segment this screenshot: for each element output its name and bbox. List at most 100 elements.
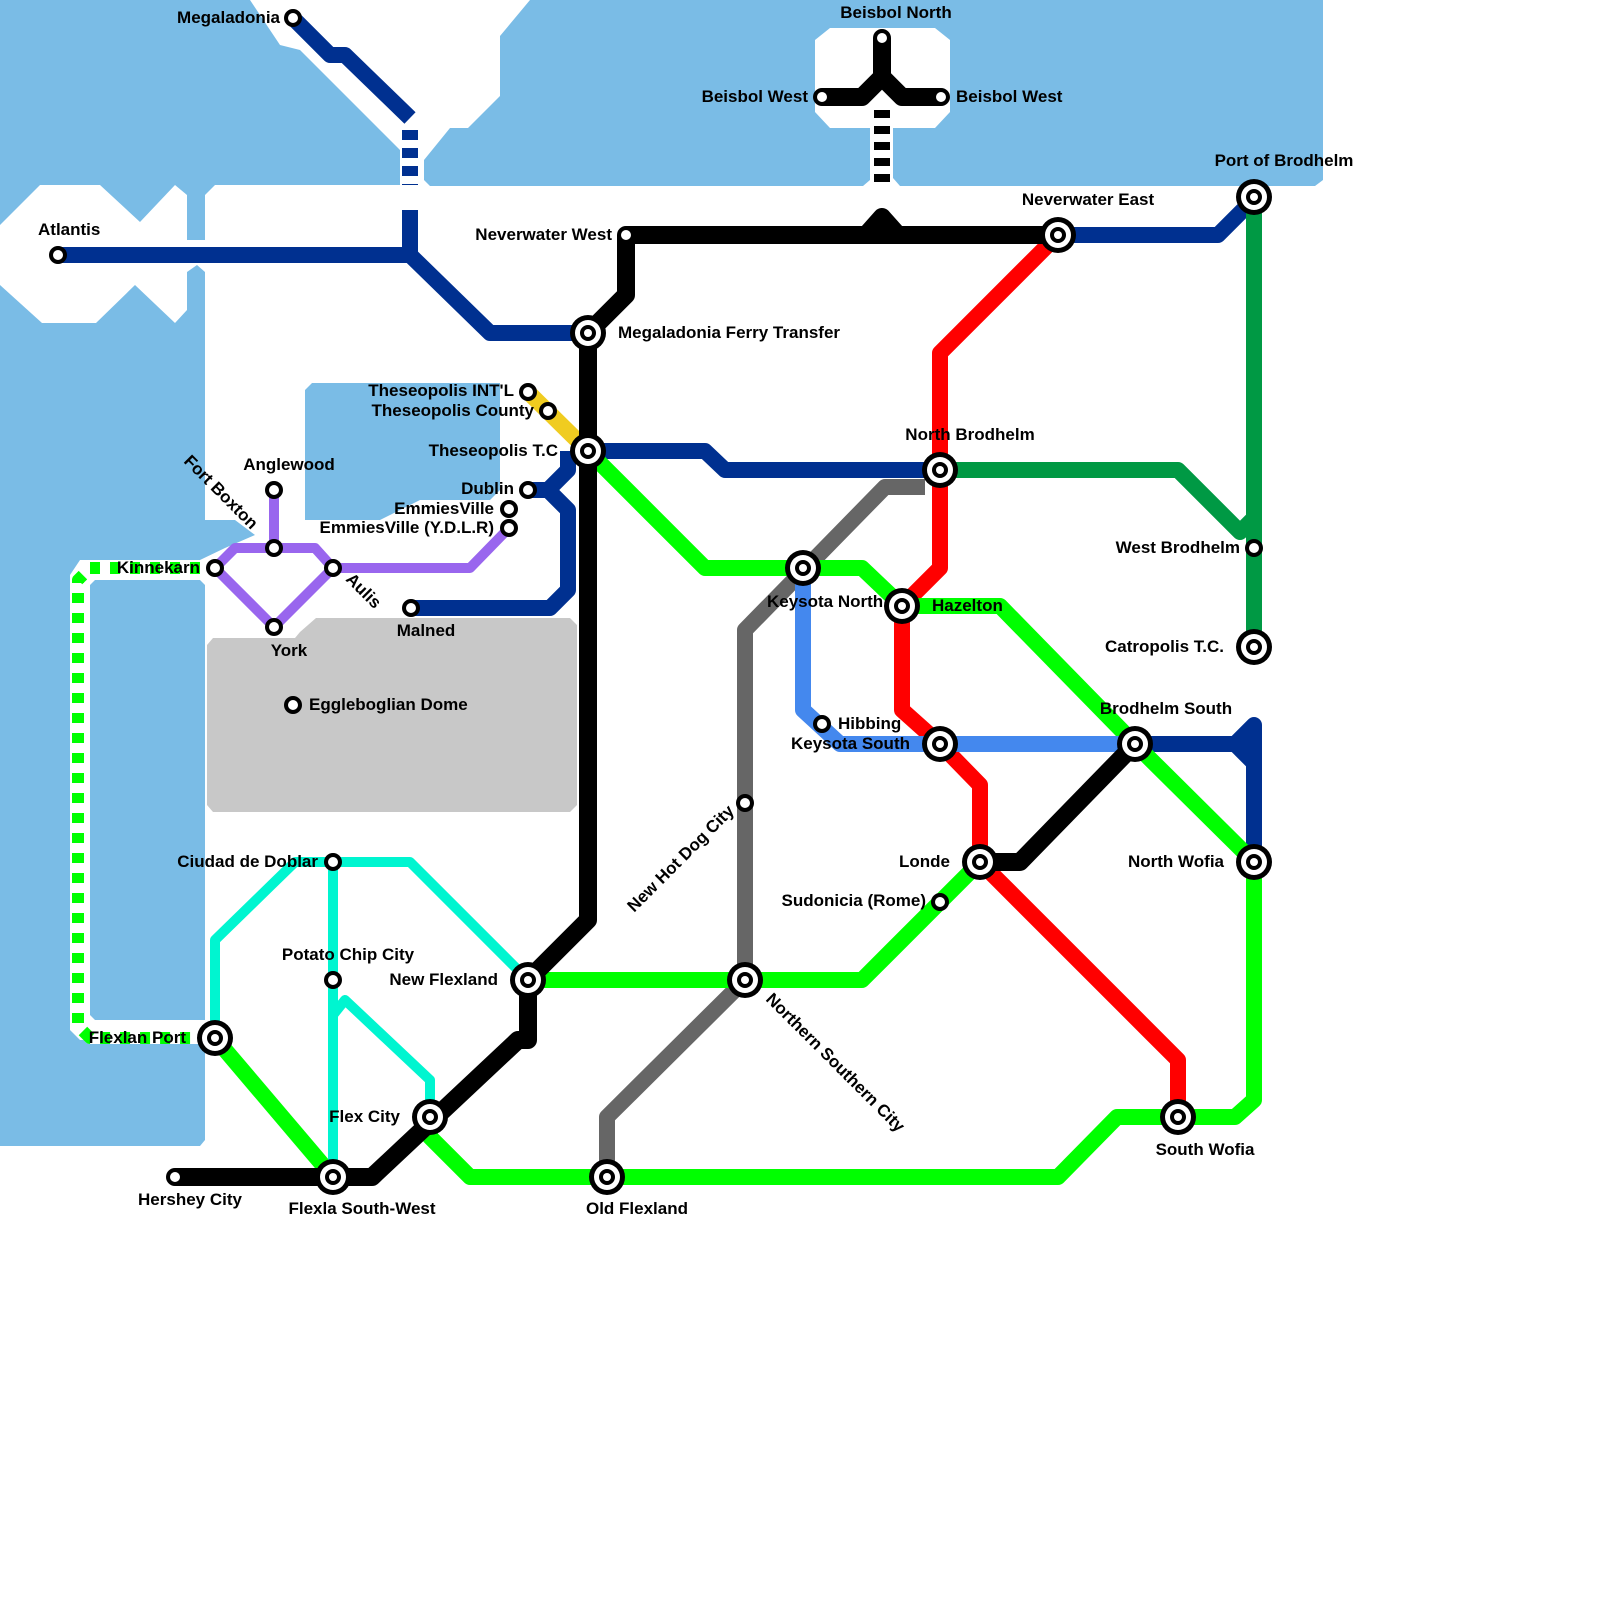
station-eggleboglian-dome[interactable]: [284, 696, 302, 714]
station-label-londe: Londe: [899, 852, 950, 871]
station-emmiesville-y-d-l-r[interactable]: [500, 519, 518, 537]
station-label-emmiesville: EmmiesVille: [394, 499, 494, 518]
station-marker: [206, 559, 224, 577]
station-ciudad-de-doblar[interactable]: [324, 853, 342, 871]
station-marker: [539, 402, 557, 420]
station-theseopolis-county[interactable]: [539, 402, 557, 420]
station-marker: [1245, 539, 1263, 557]
station-neverwater-east[interactable]: [1040, 217, 1076, 253]
station-label-eggleboglian-dome: Eggleboglian Dome: [309, 695, 468, 714]
station-york[interactable]: [265, 618, 283, 636]
station-catropolis-t-c[interactable]: [1236, 629, 1272, 665]
station-flexla-south-west[interactable]: [315, 1159, 351, 1195]
station-label-new-hot-dog-city: New Hot Dog City: [624, 801, 739, 916]
station-aulis[interactable]: [324, 559, 342, 577]
station-neverwater-west[interactable]: [617, 226, 635, 244]
station-londe[interactable]: [962, 844, 998, 880]
water-areas: [0, 0, 1323, 1146]
black-londe-line: [980, 737, 1142, 871]
station-beisbol-north[interactable]: [873, 29, 891, 47]
station-atlantis[interactable]: [49, 246, 67, 264]
station-flexlan-port[interactable]: [197, 1020, 233, 1056]
station-hibbing[interactable]: [813, 715, 831, 733]
station-label-catropolis-t-c: Catropolis T.C.: [1105, 637, 1224, 656]
station-label-potato-chip-city: Potato Chip City: [282, 945, 415, 964]
station-marker: [932, 88, 950, 106]
station-marker: [284, 9, 302, 27]
water-north: [424, 0, 1323, 186]
red-line: [894, 229, 1186, 1117]
interchange-marker: [936, 740, 944, 748]
purple-main-line: [211, 524, 513, 573]
cyan-flex-city-line: [329, 995, 435, 1117]
station-megaladonia-ferry-transfer[interactable]: [570, 315, 606, 351]
station-marker: [49, 246, 67, 264]
station-theseopolis-int-l[interactable]: [519, 383, 537, 401]
station-sudonicia-rome[interactable]: [931, 893, 949, 911]
station-label-beisbol-west: Beisbol West: [956, 87, 1063, 106]
navy-brodhelm-line: [1058, 193, 1260, 243]
station-flex-city[interactable]: [412, 1099, 448, 1135]
station-new-flexland[interactable]: [510, 962, 546, 998]
station-hershey-city[interactable]: [166, 1168, 184, 1186]
station-fort-boxton[interactable]: [265, 539, 283, 557]
black-ferry-bump-line: [859, 208, 905, 241]
interchange-marker: [1250, 858, 1258, 866]
interchange-marker: [976, 858, 984, 866]
navy-atlantis-line: [58, 247, 588, 341]
station-marker: [500, 500, 518, 518]
station-label-ciudad-de-doblar: Ciudad de Doblar: [177, 852, 318, 871]
water-west-inner: [90, 580, 205, 1020]
station-keysota-north[interactable]: [785, 550, 821, 586]
station-hazelton[interactable]: [884, 588, 920, 624]
station-marker: [500, 519, 518, 537]
station-kinnekarn[interactable]: [206, 559, 224, 577]
station-label-neverwater-west: Neverwater West: [475, 225, 612, 244]
station-label-malned: Malned: [397, 621, 456, 640]
station-marker: [324, 971, 342, 989]
station-old-flexland[interactable]: [589, 1159, 625, 1195]
station-port-of-brodhelm[interactable]: [1236, 179, 1272, 215]
station-marker: [813, 88, 831, 106]
station-south-wofia[interactable]: [1160, 1099, 1196, 1135]
station-theseopolis-t-c[interactable]: [570, 433, 606, 469]
station-megaladonia[interactable]: [284, 9, 302, 27]
interchange-marker: [799, 564, 807, 572]
station-north-brodhelm[interactable]: [922, 452, 958, 488]
station-label-megaladonia-ferry-transfer: Megaladonia Ferry Transfer: [618, 323, 840, 342]
black-beisbol-line: [822, 68, 941, 106]
cyan-doblar-line: [210, 857, 532, 1038]
dark-green-west-brodhelm-line: [940, 462, 1260, 540]
station-emmiesville[interactable]: [500, 500, 518, 518]
station-new-hot-dog-city[interactable]: [736, 794, 754, 812]
navy-dublin-line: [528, 451, 576, 498]
station-label-hershey-city: Hershey City: [138, 1190, 242, 1209]
station-brodhelm-south[interactable]: [1117, 726, 1153, 762]
station-label-brodhelm-south: Brodhelm South: [1100, 699, 1232, 718]
station-dublin[interactable]: [519, 481, 537, 499]
station-keysota-south[interactable]: [922, 726, 958, 762]
station-west-brodhelm[interactable]: [1245, 539, 1263, 557]
station-potato-chip-city[interactable]: [324, 971, 342, 989]
station-marker: [265, 481, 283, 499]
interchange-marker: [603, 1173, 611, 1181]
station-label-flex-city: Flex City: [329, 1107, 400, 1126]
station-northern-southern-city[interactable]: [727, 962, 763, 998]
station-anglewood[interactable]: [265, 481, 283, 499]
station-north-wofia[interactable]: [1236, 844, 1272, 880]
station-label-keysota-south: Keysota South: [791, 734, 910, 753]
interchange-marker: [524, 976, 532, 984]
interchange-marker: [426, 1113, 434, 1121]
station-marker: [617, 226, 635, 244]
station-label-kinnekarn: Kinnekarn: [117, 558, 200, 577]
station-label-keysota-north: Keysota North: [767, 592, 883, 611]
station-beisbol-west[interactable]: [813, 88, 831, 106]
station-beisbol-west[interactable]: [932, 88, 950, 106]
interchange-marker: [1174, 1113, 1182, 1121]
station-marker: [265, 539, 283, 557]
station-malned[interactable]: [402, 599, 420, 617]
navy-wofia-fork-line: [1229, 738, 1260, 769]
station-marker: [931, 893, 949, 911]
navy-malned-line: [411, 484, 576, 616]
